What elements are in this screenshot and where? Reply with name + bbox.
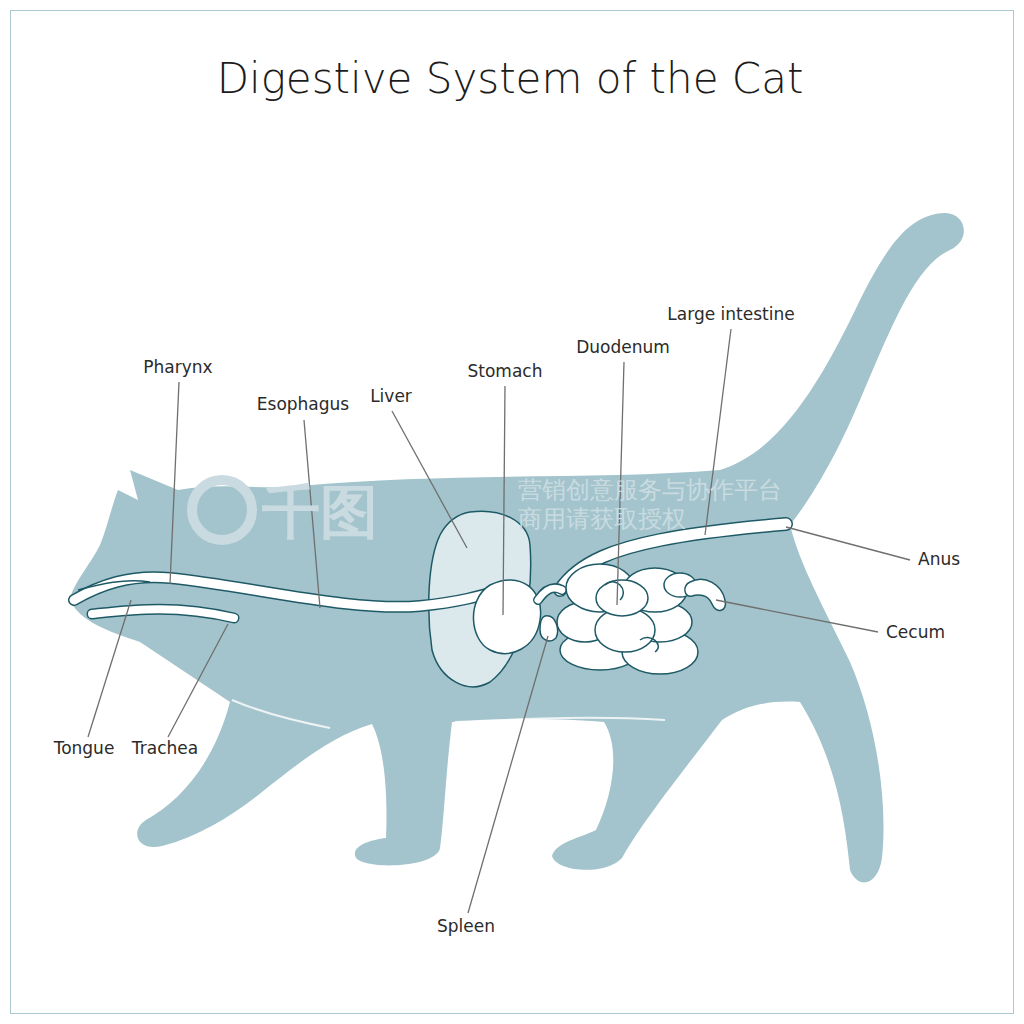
- part-label: Spleen: [437, 917, 495, 937]
- part-label: Tongue: [54, 739, 115, 759]
- leg-line: [232, 700, 330, 728]
- intestine-coils: [557, 564, 698, 674]
- cat-body: [70, 213, 964, 883]
- part-label: Trachea: [132, 739, 198, 759]
- part-label: Esophagus: [257, 395, 349, 415]
- spleen-organ: [540, 616, 558, 641]
- diagram-title: Digestive System of the Cat: [217, 54, 804, 103]
- leader-lines: [88, 329, 910, 913]
- watermark-text: 营销创意服务与协作平台: [518, 477, 782, 505]
- digestive-tube: [74, 577, 500, 618]
- watermark-text: 千图: [262, 479, 378, 546]
- part-label: Pharynx: [143, 358, 212, 378]
- belly-line: [455, 718, 665, 722]
- part-label: Duodenum: [576, 338, 670, 358]
- watermark-logo: [192, 480, 252, 540]
- part-label: Cecum: [886, 623, 945, 643]
- part-label: Stomach: [468, 362, 543, 382]
- part-label: Anus: [918, 550, 960, 570]
- part-label: Liver: [370, 387, 412, 407]
- cecum-organ: [685, 579, 726, 610]
- watermark-text: 商用请获取授权: [518, 506, 686, 534]
- part-label: Large intestine: [667, 305, 794, 325]
- stomach-organ: [473, 580, 540, 654]
- frame: [11, 11, 1014, 1014]
